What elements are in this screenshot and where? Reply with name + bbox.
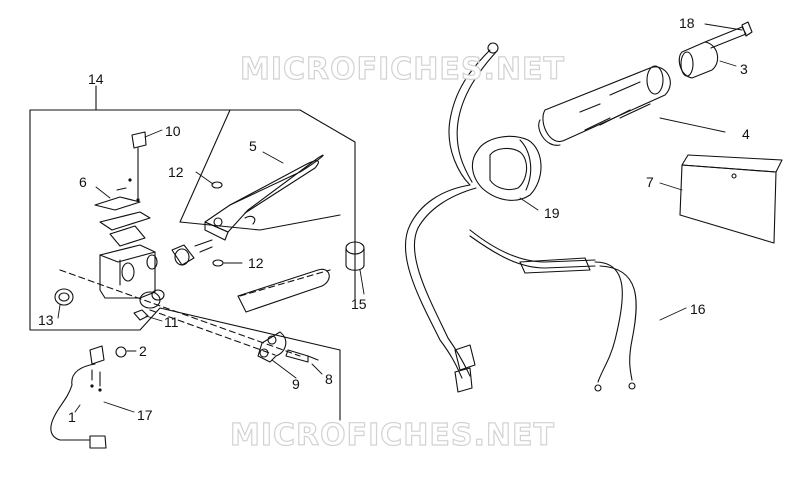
callout-5: 5 [249, 138, 257, 154]
brake-lever [204, 154, 324, 241]
piston-kit [171, 181, 224, 267]
callout-2: 2 [139, 343, 147, 359]
switch-housing-19 [471, 135, 542, 201]
throttle-grip-4 [538, 65, 671, 146]
watermark-bottom: MICROFICHES.NET [229, 417, 555, 453]
cables [404, 42, 637, 393]
callout-16: 16 [690, 301, 706, 317]
callout-14: 14 [88, 71, 104, 87]
callout-6: 6 [79, 174, 87, 190]
callout-4: 4 [742, 126, 750, 142]
spacer-15 [345, 241, 365, 271]
clamp-9 [257, 331, 319, 363]
fasteners [90, 178, 140, 392]
callout-12-top: 12 [168, 164, 184, 180]
watermark-top: MICROFICHES.NET [239, 51, 565, 87]
callout-11: 11 [164, 314, 179, 330]
callout-19: 19 [544, 205, 560, 221]
callout-18: 18 [679, 15, 695, 31]
bar-end-3 [678, 21, 753, 79]
callout-9: 9 [292, 376, 300, 392]
callout-12-bottom: 12 [248, 255, 264, 271]
callout-8: 8 [325, 371, 333, 387]
handlebar-sleeve [237, 268, 330, 313]
callout-10: 10 [165, 123, 181, 139]
bag-7 [679, 154, 783, 244]
reservoir-cap [94, 131, 151, 247]
small-parts [54, 288, 149, 358]
master-cylinder [99, 244, 165, 309]
switch-wiring [50, 345, 107, 449]
leader-lines [57, 23, 743, 413]
assembly-frame-14 [29, 85, 356, 421]
callout-7: 7 [646, 174, 654, 190]
callout-1: 1 [68, 409, 76, 425]
callout-3: 3 [740, 61, 748, 77]
callout-13: 13 [38, 312, 54, 328]
callout-15: 15 [351, 296, 367, 312]
callout-17: 17 [137, 407, 153, 423]
